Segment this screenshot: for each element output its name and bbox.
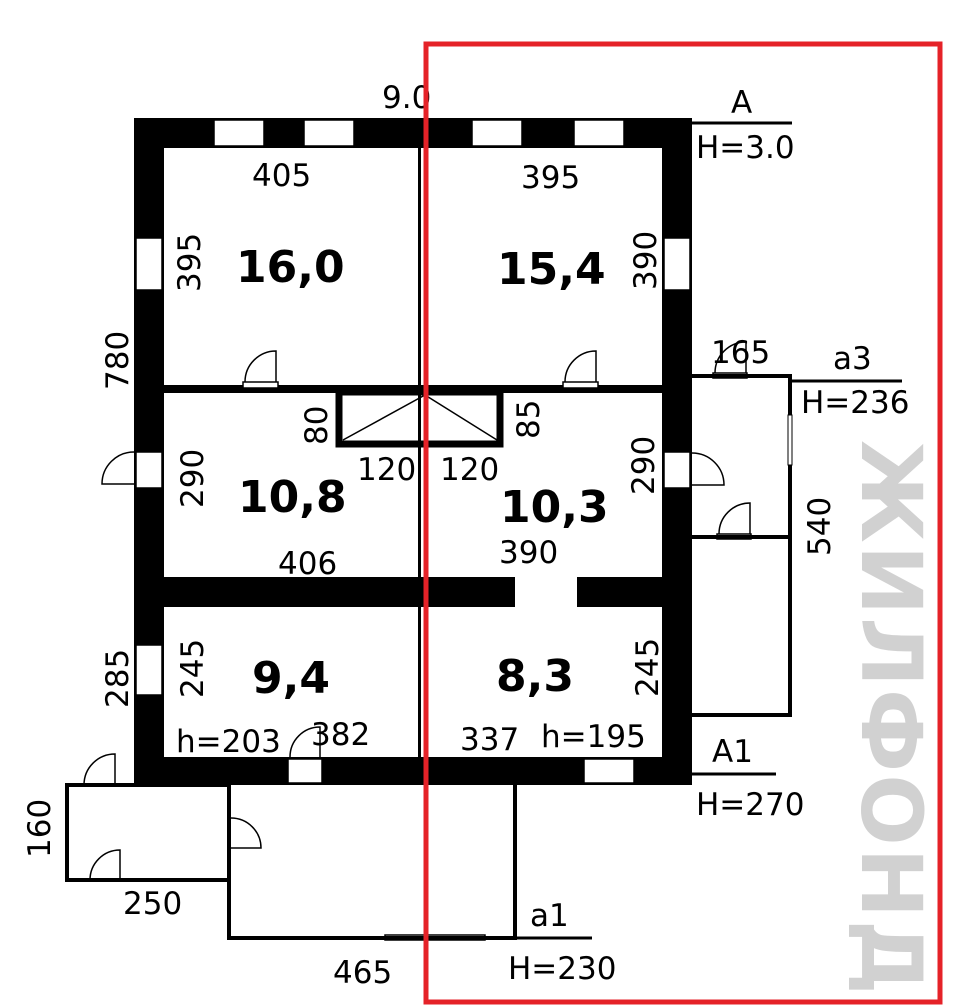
room-width: 382 — [311, 717, 370, 753]
room-height: 395 — [172, 233, 208, 292]
annex-width: 465 — [333, 955, 392, 991]
annex-walls — [65, 374, 792, 940]
annex-width: 165 — [711, 335, 770, 371]
room-height: 245 — [630, 638, 666, 697]
room-area: 8,3 — [496, 651, 574, 702]
closet-width: 120 — [357, 452, 416, 488]
watermark: ЖИЛФОНД — [842, 440, 940, 997]
leader-lines — [515, 121, 902, 940]
room-width: 390 — [499, 535, 558, 571]
room-area: 10,8 — [238, 472, 347, 523]
annex-height: H=236 — [801, 385, 909, 421]
room-width: 395 — [521, 160, 580, 196]
closet-width: 120 — [440, 452, 499, 488]
overall-width: 9.0 — [382, 80, 431, 116]
porch-width: 250 — [123, 886, 182, 922]
room-area: 15,4 — [497, 244, 606, 295]
closet-height: 80 — [299, 406, 335, 445]
annex-label: A1 — [712, 734, 753, 770]
annex-height: H=270 — [696, 787, 804, 823]
closet-height: 85 — [511, 400, 547, 439]
room-area: 9,4 — [252, 653, 330, 704]
annex-window — [787, 414, 793, 466]
annex-height: H=3.0 — [696, 130, 795, 166]
overall-height: 780 — [100, 331, 136, 390]
room-width: 337 — [460, 722, 519, 758]
room-height: 290 — [175, 449, 211, 508]
annex-label: a3 — [833, 341, 872, 377]
room-area: 10,3 — [500, 482, 609, 533]
room-area: 16,0 — [236, 242, 345, 293]
room-height: 290 — [626, 436, 662, 495]
room-width: 405 — [252, 158, 311, 194]
highlight-frame — [423, 41, 943, 1005]
porch-height: 160 — [22, 799, 58, 858]
room-height: 390 — [628, 231, 664, 290]
room-width: 406 — [278, 546, 337, 582]
room-ceiling: h=203 — [176, 724, 281, 760]
windows — [135, 119, 691, 784]
room-height: 245 — [175, 639, 211, 698]
annex-length: 540 — [802, 497, 838, 556]
annex-height: H=230 — [508, 951, 616, 987]
annex-label: A — [731, 85, 752, 121]
room-ceiling: h=195 — [541, 719, 646, 755]
annex-label: a1 — [530, 898, 569, 934]
left-wing-height: 285 — [100, 649, 136, 708]
